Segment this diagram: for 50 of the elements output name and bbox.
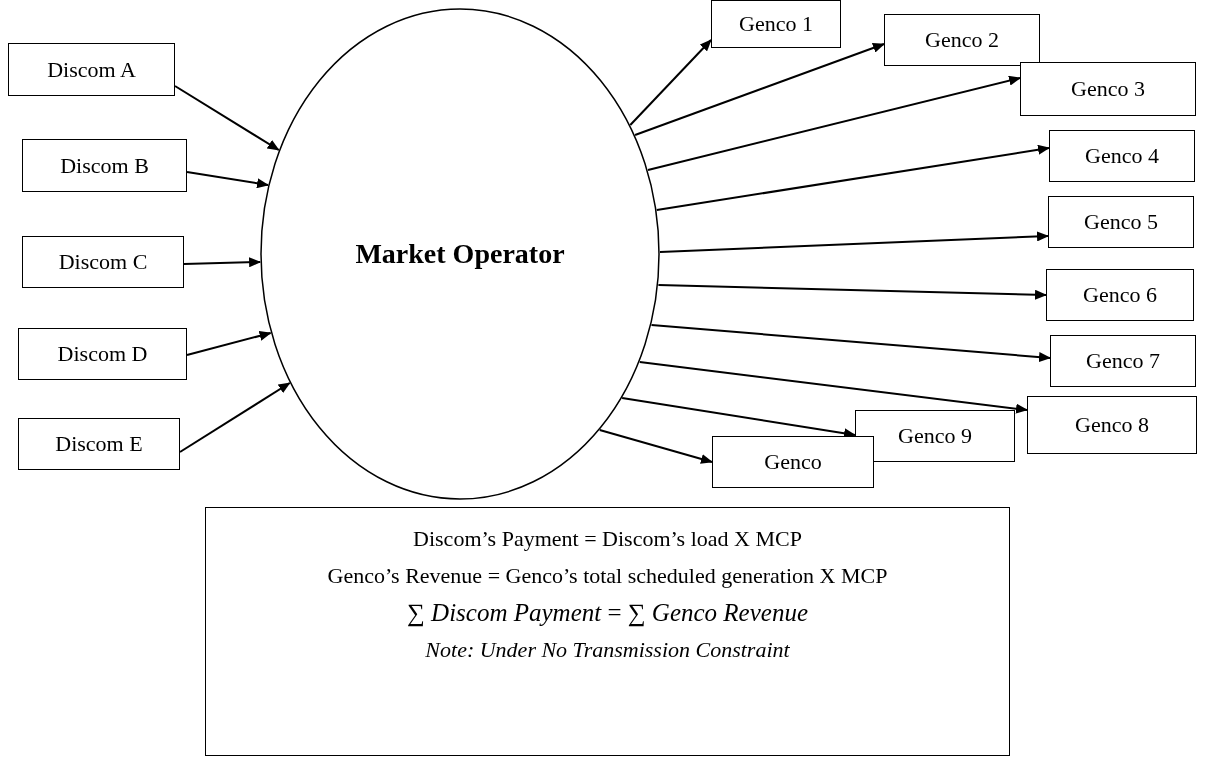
node-label: Genco <box>764 449 822 475</box>
node-label: Genco 4 <box>1085 143 1159 169</box>
node-label: Discom A <box>47 56 136 83</box>
discom-box <box>8 43 175 96</box>
node-label: Discom E <box>55 431 143 457</box>
arrow <box>186 171 270 189</box>
genco-box <box>855 410 1015 462</box>
formula-text: Discom’s Payment = Discom’s load X MCP <box>413 525 802 553</box>
arrow <box>638 361 1028 414</box>
arrow <box>650 324 1051 363</box>
genco-box <box>1020 62 1196 116</box>
discom-box <box>18 328 187 380</box>
arrow <box>598 429 713 464</box>
arrow <box>183 257 262 268</box>
node-label: Genco 6 <box>1083 282 1157 308</box>
node-label: Genco 5 <box>1084 209 1158 235</box>
genco-box <box>1050 335 1196 387</box>
arrow <box>647 75 1021 171</box>
arrow <box>629 39 712 126</box>
genco-box <box>1046 269 1194 321</box>
discom-box <box>22 236 184 288</box>
node-label: Genco 3 <box>1071 76 1145 102</box>
node-label: Discom B <box>60 152 149 179</box>
arrow <box>655 144 1050 211</box>
formula-text: Note: Under No Transmission Constraint <box>425 636 790 664</box>
discom-box <box>18 418 180 470</box>
arrow <box>186 330 272 356</box>
node-label: Genco 2 <box>925 27 999 53</box>
node-label: Discom D <box>57 341 148 367</box>
arrow <box>179 382 291 453</box>
node-label: Genco 8 <box>1075 412 1149 438</box>
node-label: Discom C <box>58 249 148 275</box>
node-label: Genco 7 <box>1086 348 1160 374</box>
genco-box <box>884 14 1040 66</box>
discom-box <box>22 139 187 192</box>
node-label: Genco 9 <box>898 423 972 449</box>
arrow <box>659 231 1049 253</box>
genco-box <box>711 0 841 48</box>
genco-box <box>712 436 874 488</box>
arrow <box>634 43 885 136</box>
formula-text: Genco’s Revenue = Genco’s total scheduled generation X MCP <box>327 562 888 590</box>
genco-box <box>1048 196 1194 248</box>
genco-box <box>1049 130 1195 182</box>
genco-box <box>1027 396 1197 454</box>
formula-text: ∑ Discom Payment = ∑ Genco Revenue <box>407 598 808 629</box>
node-label: Market Operator <box>355 238 565 270</box>
arrow <box>174 85 280 151</box>
arrow <box>657 284 1047 300</box>
formula-box <box>205 507 1010 756</box>
node-label: Genco 1 <box>739 11 813 37</box>
